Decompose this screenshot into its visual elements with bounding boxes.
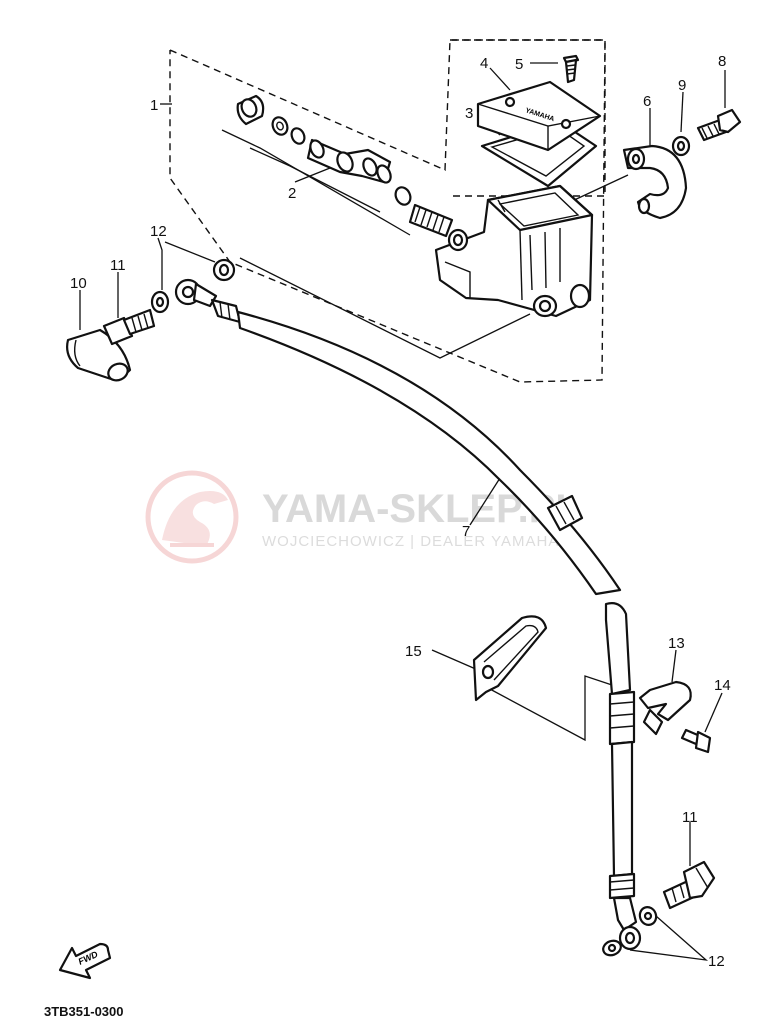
label-4: 4 — [480, 55, 488, 72]
washer — [290, 127, 306, 145]
drawing-code: 3TB351-0300 — [44, 1004, 124, 1019]
label-7: 7 — [462, 523, 470, 540]
label-9: 9 — [678, 77, 686, 94]
label-3: 3 — [465, 105, 473, 122]
union-bolt-lower — [662, 860, 716, 910]
hose-clamp — [638, 680, 692, 736]
label-14: 14 — [714, 677, 731, 694]
label-1: 1 — [150, 97, 158, 114]
copper-washer-lower — [602, 906, 658, 957]
label-2: 2 — [288, 185, 296, 202]
holder-bolt — [696, 108, 742, 142]
assembly-1-boundary — [169, 39, 606, 383]
master-cylinder-body — [434, 184, 594, 318]
label-12-top: 12 — [150, 223, 167, 240]
cup-seal — [394, 186, 412, 206]
label-11-top: 11 — [110, 257, 126, 274]
holder-washer — [671, 135, 691, 157]
label-6: 6 — [643, 93, 651, 110]
label-8: 8 — [718, 53, 726, 70]
circlip — [271, 116, 289, 136]
label-15: 15 — [405, 643, 422, 660]
clamp-screw — [680, 728, 712, 754]
cap-screw — [562, 54, 580, 84]
forward-arrow-icon: FWD — [58, 942, 112, 980]
part-labels: 1 2 3 4 5 6 7 8 9 10 11 12 13 14 15 11 1… — [70, 53, 731, 970]
return-spring — [408, 203, 454, 238]
brake-hose — [174, 278, 642, 951]
label-5: 5 — [515, 56, 523, 73]
copper-washer-upper — [150, 258, 236, 314]
watermark-subtitle: WOJCIECHOWICZ | DEALER YAMAHA — [262, 533, 559, 550]
piston-kit — [236, 94, 454, 238]
hose-guide — [472, 615, 548, 702]
reservoir-cap: YAMAHA — [476, 54, 602, 188]
watermark-logo-icon — [145, 470, 239, 564]
union-bolt-upper — [102, 308, 156, 346]
handlebar-holder — [622, 144, 688, 220]
label-11-bottom: 11 — [682, 809, 698, 826]
label-12-bottom: 12 — [708, 953, 725, 970]
label-13: 13 — [668, 635, 685, 652]
label-10: 10 — [70, 275, 87, 292]
